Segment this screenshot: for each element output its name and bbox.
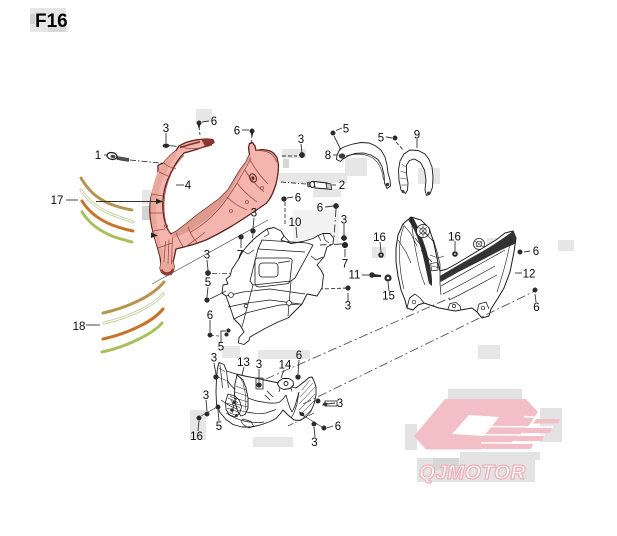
svg-text:4: 4 — [185, 180, 192, 192]
svg-text:12: 12 — [523, 269, 536, 281]
svg-text:3: 3 — [204, 250, 210, 262]
svg-text:6: 6 — [533, 302, 539, 314]
svg-text:5: 5 — [218, 342, 224, 354]
svg-text:11: 11 — [349, 270, 361, 282]
svg-text:5: 5 — [378, 133, 384, 145]
svg-text:3: 3 — [298, 134, 304, 146]
svg-text:3: 3 — [345, 301, 351, 313]
svg-text:7: 7 — [342, 259, 348, 271]
svg-text:3: 3 — [256, 359, 262, 371]
svg-text:8: 8 — [325, 150, 331, 162]
svg-text:3: 3 — [251, 208, 257, 220]
svg-text:10: 10 — [289, 217, 302, 229]
svg-text:6: 6 — [234, 126, 240, 138]
svg-text:6: 6 — [211, 116, 217, 128]
svg-text:18: 18 — [73, 321, 86, 333]
svg-text:17: 17 — [51, 195, 64, 207]
svg-text:5: 5 — [343, 124, 349, 136]
svg-text:6: 6 — [207, 310, 213, 322]
svg-text:5: 5 — [205, 277, 211, 289]
svg-text:3: 3 — [203, 390, 209, 402]
svg-text:3: 3 — [163, 123, 169, 135]
svg-text:6: 6 — [296, 350, 302, 362]
svg-text:5: 5 — [216, 421, 222, 433]
svg-text:7: 7 — [237, 250, 243, 262]
svg-text:16: 16 — [448, 232, 461, 244]
svg-text:2: 2 — [339, 180, 345, 192]
svg-text:16: 16 — [190, 431, 203, 443]
svg-text:3: 3 — [211, 353, 217, 365]
svg-text:15: 15 — [382, 291, 395, 303]
svg-text:13: 13 — [237, 357, 250, 369]
svg-text:6: 6 — [295, 193, 301, 205]
svg-text:1: 1 — [95, 150, 101, 162]
svg-text:F16: F16 — [35, 11, 68, 32]
svg-text:9: 9 — [414, 130, 420, 142]
svg-text:14: 14 — [279, 360, 292, 372]
svg-text:6: 6 — [317, 203, 323, 215]
svg-text:6: 6 — [533, 246, 539, 258]
svg-text:QJMOTOR: QJMOTOR — [419, 461, 526, 484]
svg-text:3: 3 — [341, 215, 347, 227]
svg-text:3: 3 — [337, 398, 343, 410]
svg-text:6: 6 — [335, 421, 341, 433]
svg-text:3: 3 — [311, 437, 317, 449]
svg-text:16: 16 — [373, 232, 386, 244]
